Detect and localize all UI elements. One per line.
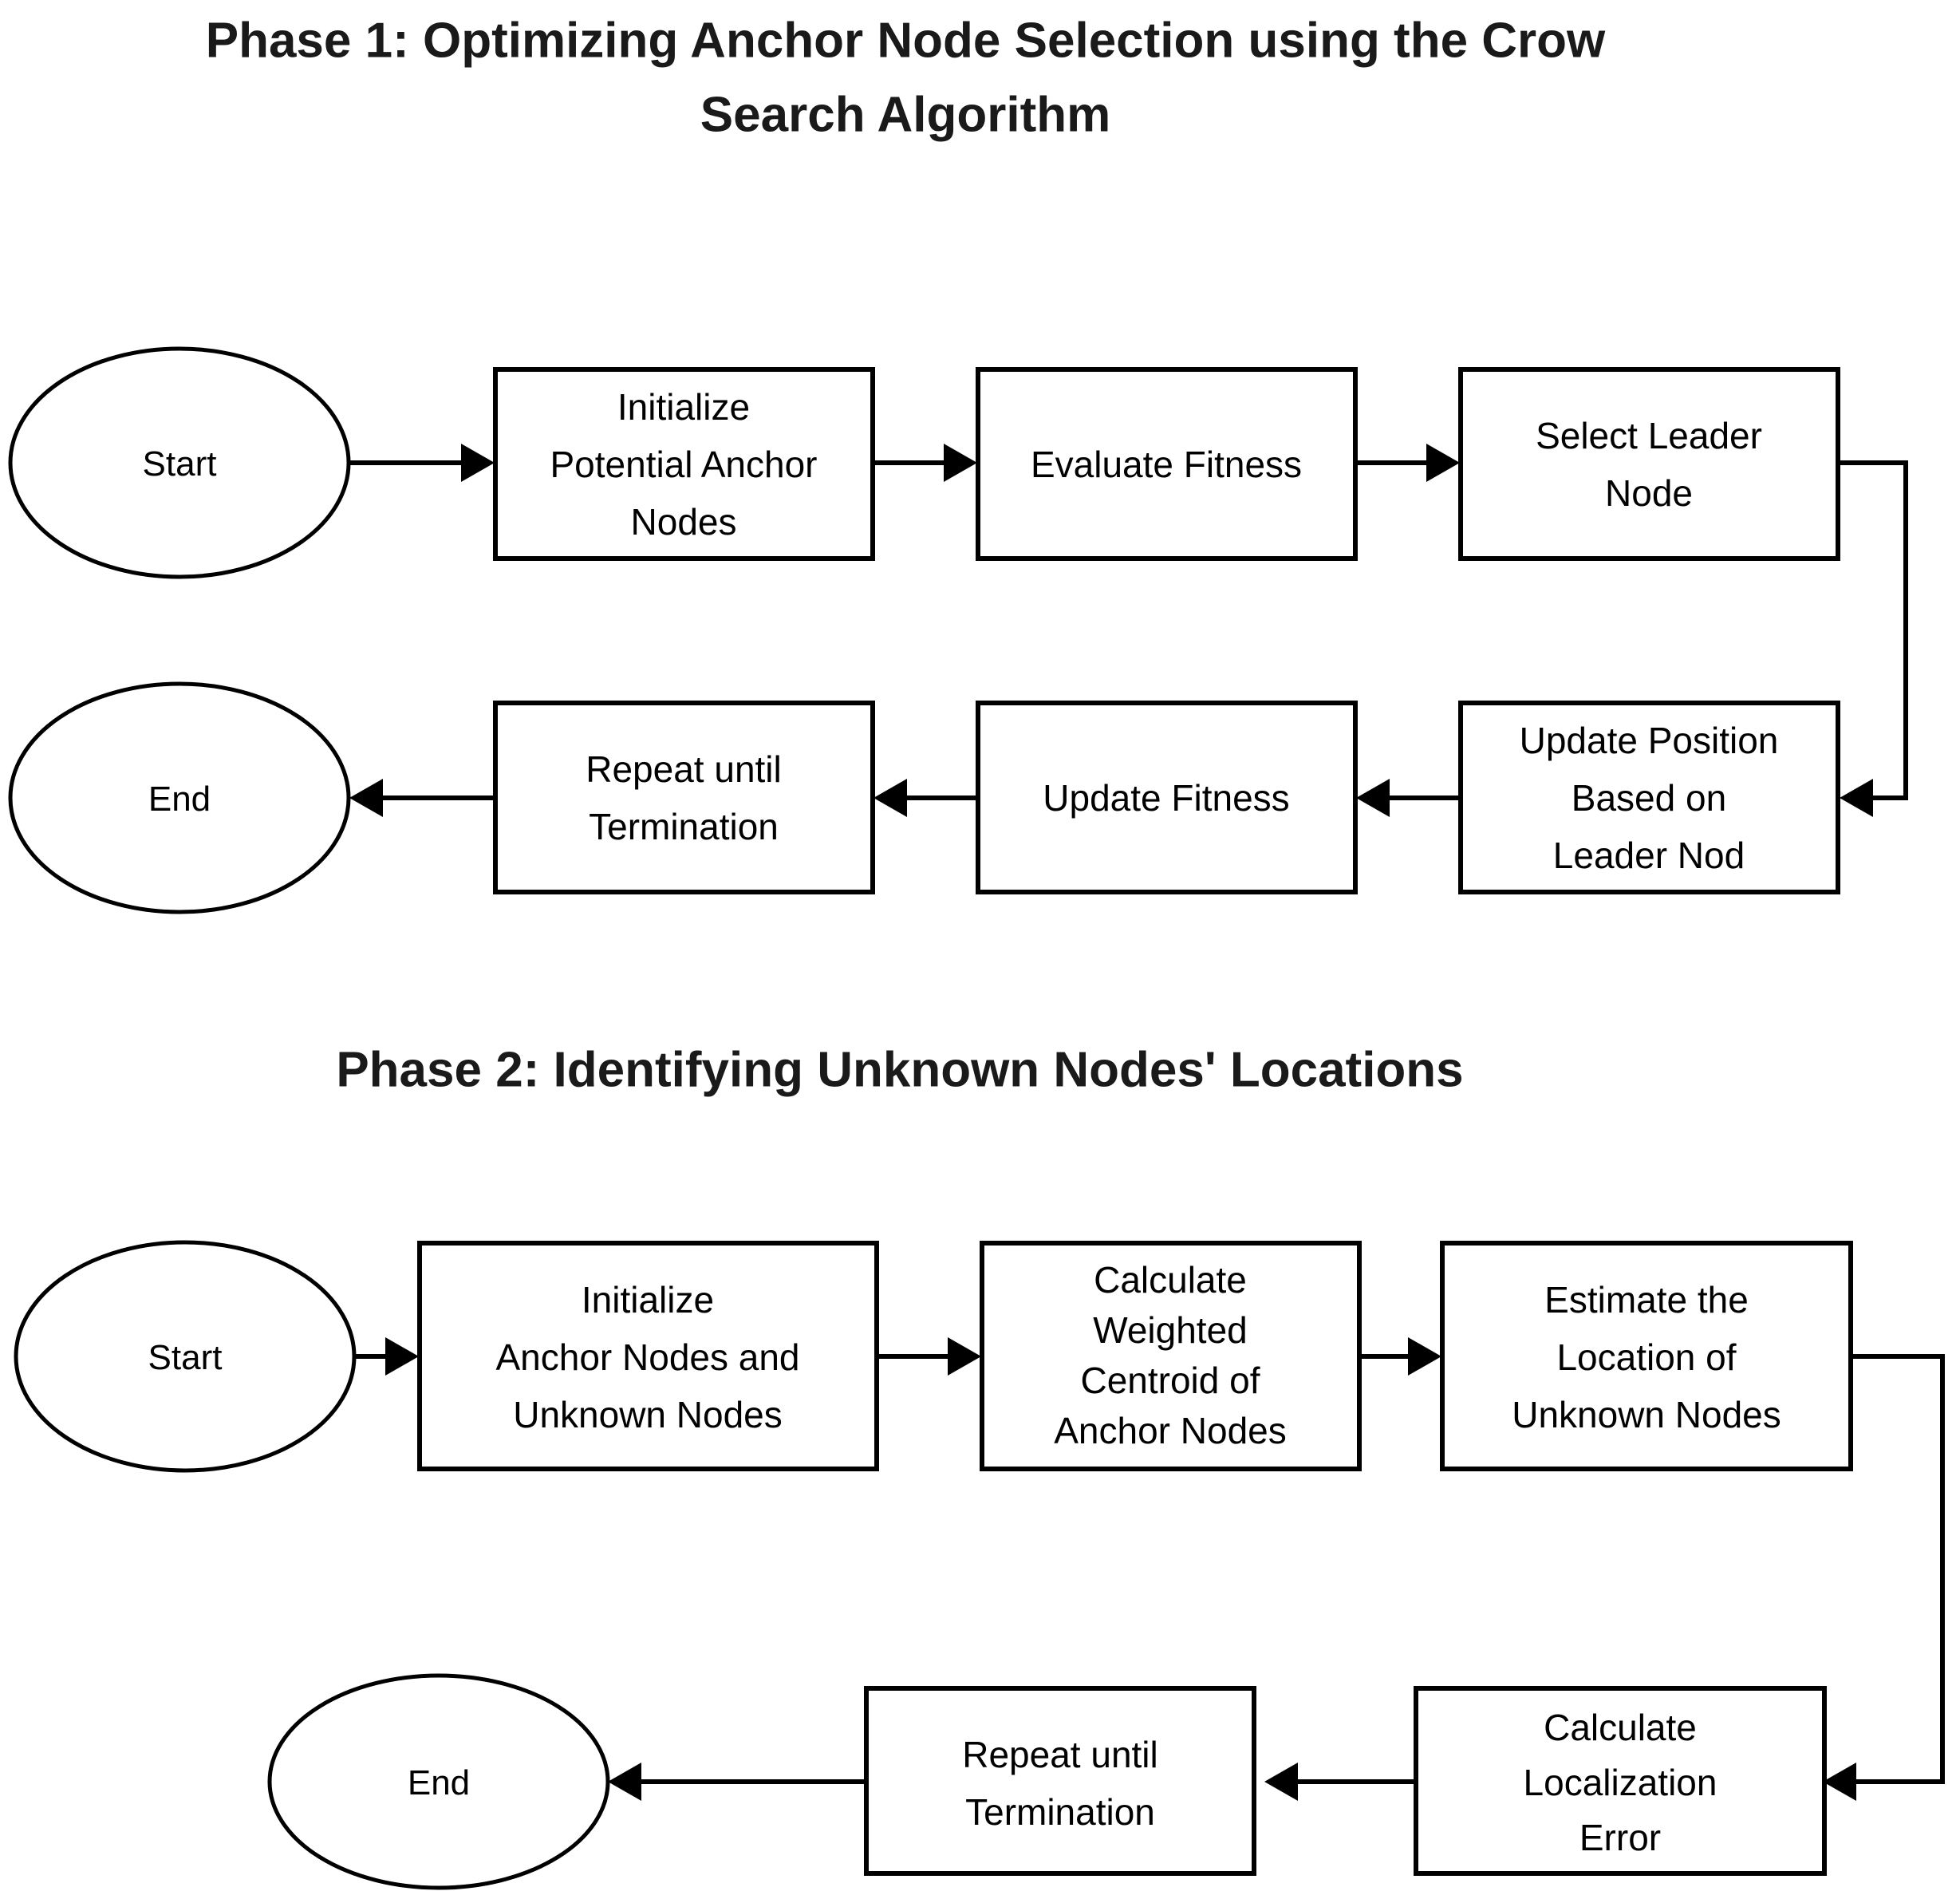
phase2-edge-start-init — [355, 1337, 419, 1376]
phase1-updatefit-line1: Update Fitness — [1043, 777, 1289, 819]
phase2-error-line3: Error — [1579, 1817, 1661, 1858]
phase1-edge-init-evaluate — [873, 444, 977, 482]
evaluate-box-shape — [976, 367, 1358, 561]
phase1-updatepos-line1: Update Position — [1520, 720, 1779, 761]
phase2-error-box-shape — [1414, 1686, 1827, 1876]
phase1-edge-leader-update-position — [1838, 460, 1908, 817]
phase2-repeat-box-shape — [864, 1686, 1256, 1876]
phase2-node-centroid[interactable]: Calculate Weighted Centroid of Anchor No… — [980, 1241, 1362, 1471]
phase2-node-end[interactable]: End — [267, 1673, 610, 1890]
phase1-node-select-leader[interactable]: Select Leader Node — [1458, 367, 1840, 561]
phase2-init-line1: Initialize — [582, 1279, 714, 1321]
phase2-edge-error-repeat — [1264, 1763, 1416, 1801]
phase1-evaluate-line1: Evaluate Fitness — [1031, 444, 1302, 485]
phase1-end-label: End — [148, 780, 211, 819]
phase1-repeat-line2: Termination — [589, 806, 779, 847]
phase2-node-repeat[interactable]: Repeat until Termination — [864, 1686, 1256, 1876]
phase1-node-repeat[interactable]: Repeat until Termination — [493, 701, 875, 894]
phase1-node-end[interactable]: End — [8, 681, 351, 914]
phase1-edge-updatepos-updatefitness — [1356, 779, 1461, 817]
phase2-init-line3: Unknown Nodes — [513, 1394, 783, 1435]
phase1-edge-updatefitness-repeat — [874, 779, 978, 817]
phase2-centroid-box-shape — [980, 1241, 1362, 1471]
phase2-estimate-line3: Unknown Nodes — [1512, 1394, 1781, 1435]
select-leader-box-shape — [1458, 367, 1840, 561]
phase1-title-line1: Phase 1: Optimizing Anchor Node Selectio… — [206, 13, 1606, 68]
phase1-edge-evaluate-leader — [1355, 444, 1460, 482]
phase2-title-line1: Phase 2: Identifying Unknown Nodes' Loca… — [336, 1042, 1463, 1097]
phase2-centroid-line3: Centroid of — [1080, 1360, 1260, 1401]
start-ellipse-shape — [8, 346, 351, 579]
phase2-centroid-line4: Anchor Nodes — [1054, 1410, 1287, 1451]
phase2-centroid-line1: Calculate — [1094, 1259, 1247, 1301]
initialize-box-shape — [493, 367, 875, 561]
phase1-node-update-position[interactable]: Update Position Based on Leader Nod — [1458, 701, 1840, 894]
phase1-edge-repeat-end — [349, 779, 495, 817]
phase2-node-initialize[interactable]: Initialize Anchor Nodes and Unknown Node… — [417, 1241, 879, 1471]
phase1-node-initialize[interactable]: Initialize Potential Anchor Nodes — [493, 367, 875, 561]
phase2-end-ellipse-shape — [267, 1673, 610, 1890]
phase1-node-update-fitness[interactable]: Update Fitness — [976, 701, 1358, 894]
update-position-box-shape — [1458, 701, 1840, 894]
phase2-initialize-box-shape — [417, 1241, 879, 1471]
phase2-init-line2: Anchor Nodes and — [495, 1336, 799, 1378]
phase2-error-line1: Calculate — [1544, 1707, 1697, 1748]
phase1-repeat-line1: Repeat until — [586, 748, 782, 790]
phase2-edge-repeat-end — [608, 1763, 866, 1801]
phase2-start-ellipse-shape — [14, 1240, 357, 1473]
phase1-edge-start-init — [349, 444, 495, 482]
phase2-start-label: Start — [148, 1338, 223, 1377]
phase2-edge-estimate-error — [1823, 1354, 1945, 1801]
phase1-leader-line2: Node — [1605, 472, 1693, 514]
phase2-end-label: End — [408, 1763, 470, 1802]
phase2-node-error[interactable]: Calculate Localization Error — [1414, 1686, 1827, 1876]
phase1-start-label: Start — [143, 444, 217, 484]
phase1-init-line2: Potential Anchor — [550, 444, 817, 485]
phase1-init-line3: Nodes — [631, 501, 737, 543]
phase2-centroid-line2: Weighted — [1093, 1309, 1248, 1351]
phase1-updatepos-line3: Leader Nod — [1553, 835, 1745, 876]
phase2-error-line2: Localization — [1524, 1762, 1717, 1803]
phase1-updatepos-line2: Based on — [1572, 777, 1726, 819]
phase2-repeat-line1: Repeat until — [962, 1734, 1158, 1775]
phase2-repeat-line2: Termination — [965, 1791, 1155, 1833]
phase2-node-start[interactable]: Start — [14, 1240, 357, 1473]
phase1-init-line1: Initialize — [617, 386, 750, 428]
phase2-estimate-line1: Estimate the — [1544, 1279, 1749, 1321]
phase2-edge-centroid-estimate — [1359, 1337, 1441, 1376]
phase1-title-line2: Search Algorithm — [700, 87, 1110, 142]
phase1-node-evaluate-fitness[interactable]: Evaluate Fitness — [976, 367, 1358, 561]
phase2-edge-init-centroid — [877, 1337, 981, 1376]
phase2-estimate-line2: Location of — [1556, 1336, 1736, 1378]
phase1-leader-line1: Select Leader — [1536, 415, 1762, 456]
phase2-node-estimate[interactable]: Estimate the Location of Unknown Nodes — [1440, 1241, 1853, 1471]
end-ellipse-shape — [8, 681, 351, 914]
phase1-node-start[interactable]: Start — [8, 346, 351, 579]
repeat-box-shape — [493, 701, 875, 894]
